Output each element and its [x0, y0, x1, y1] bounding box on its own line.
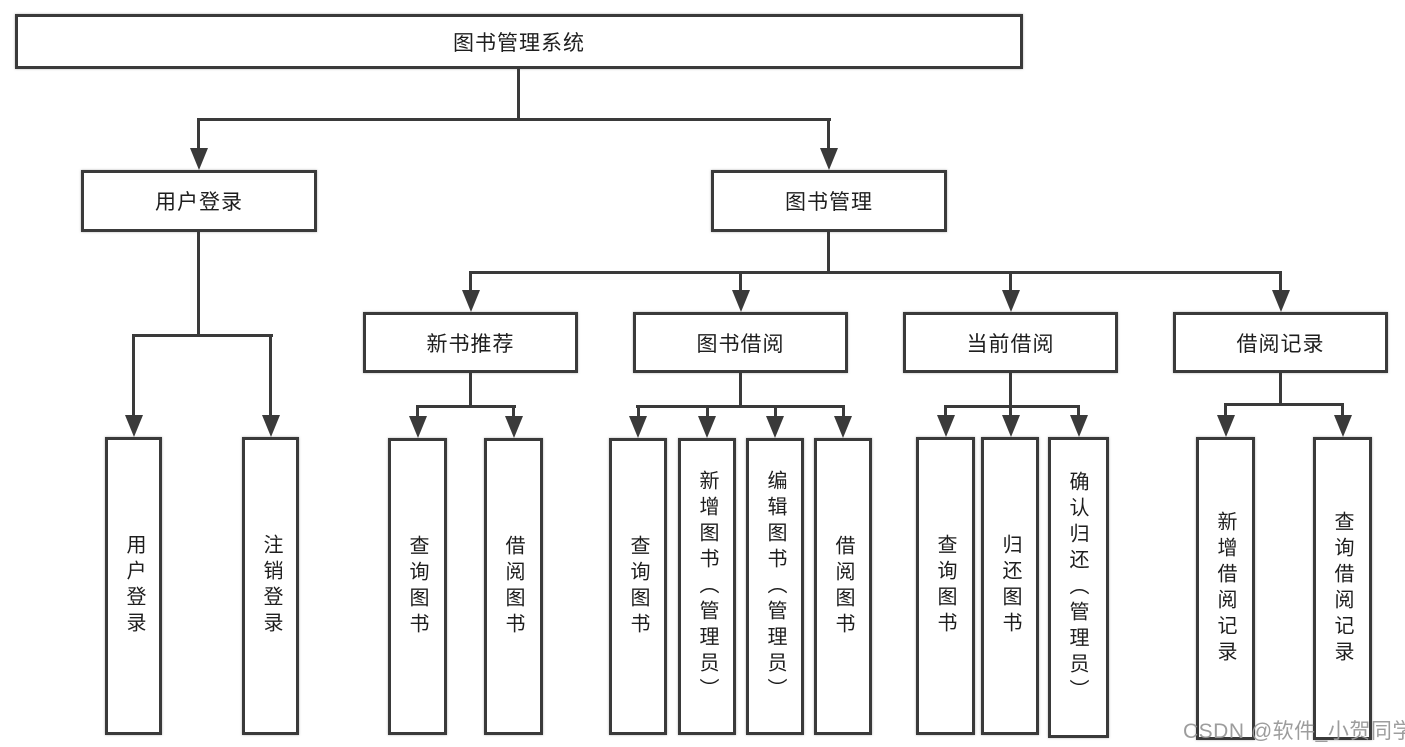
connector-line [132, 334, 273, 337]
connector-line [512, 405, 515, 418]
arrow-down-icon [732, 290, 750, 312]
arrow-down-icon [629, 416, 647, 438]
connector-line [739, 271, 742, 292]
connector-line [416, 405, 516, 408]
connector-line [706, 405, 709, 418]
watermark-csdn: CSDN @软件_小贺同学 [1183, 720, 1405, 743]
leaf-add-borrow-record: 新增借阅记录 [1196, 437, 1255, 740]
connector-line [637, 405, 640, 418]
connector-line [1279, 271, 1282, 292]
node-new-book-recommendation: 新书推荐 [363, 312, 578, 373]
node-book-borrowing: 图书借阅 [633, 312, 848, 373]
connector-line [1009, 405, 1012, 418]
connector-line [416, 405, 419, 418]
node-borrowing-records: 借阅记录 [1173, 312, 1388, 373]
node-library-management-system: 图书管理系统 [15, 14, 1023, 69]
connector-line [197, 232, 200, 336]
node-book-management: 图书管理 [711, 170, 947, 232]
arrow-down-icon [1272, 290, 1290, 312]
arrow-down-icon [1070, 415, 1088, 437]
connector-line [944, 405, 947, 418]
connector-line [1009, 373, 1012, 408]
arrow-down-icon [505, 416, 523, 438]
node-current-borrowing: 当前借阅 [903, 312, 1118, 373]
arrow-down-icon [190, 148, 208, 170]
connector-line [827, 118, 830, 150]
arrow-down-icon [125, 415, 143, 437]
leaf-return-books: 归还图书 [981, 437, 1039, 735]
leaf-query-books-recommend: 查询图书 [388, 438, 447, 735]
leaf-add-book-admin: 新增图书（管理员） [678, 438, 736, 735]
connector-line [469, 373, 472, 408]
leaf-logout: 注销登录 [242, 437, 299, 735]
connector-line [636, 405, 845, 408]
arrow-down-icon [262, 415, 280, 437]
leaf-user-login: 用户登录 [105, 437, 162, 735]
arrow-down-icon [1217, 415, 1235, 437]
connector-line [197, 118, 200, 150]
arrow-down-icon [937, 415, 955, 437]
arrow-down-icon [698, 416, 716, 438]
leaf-query-borrow-record: 查询借阅记录 [1313, 437, 1372, 740]
connector-line [739, 373, 742, 408]
connector-line [1009, 271, 1012, 292]
connector-line [469, 271, 1282, 274]
arrow-down-icon [1002, 290, 1020, 312]
connector-line [1279, 373, 1282, 406]
arrow-down-icon [834, 416, 852, 438]
connector-line [517, 69, 520, 121]
arrow-down-icon [1334, 415, 1352, 437]
arrow-down-icon [462, 290, 480, 312]
connector-line [1224, 403, 1344, 406]
connector-line [827, 232, 830, 274]
leaf-query-books-borrowing: 查询图书 [609, 438, 667, 735]
connector-line [1224, 403, 1227, 418]
arrow-down-icon [1002, 415, 1020, 437]
connector-line [1077, 405, 1080, 418]
connector-line [197, 118, 831, 121]
connector-line [842, 405, 845, 418]
arrow-down-icon [820, 148, 838, 170]
connector-line [774, 405, 777, 418]
connector-line [469, 271, 472, 292]
connector-line [269, 334, 272, 417]
node-user-login: 用户登录 [81, 170, 317, 232]
arrow-down-icon [409, 416, 427, 438]
arrow-down-icon [766, 416, 784, 438]
leaf-borrow-books-recommend: 借阅图书 [484, 438, 543, 735]
leaf-confirm-return-admin: 确认归还（管理员） [1048, 437, 1109, 738]
leaf-edit-book-admin: 编辑图书（管理员） [746, 438, 804, 735]
connector-line [1341, 403, 1344, 418]
connector-line [132, 334, 135, 417]
connector-line [944, 405, 1080, 408]
leaf-query-books-current: 查询图书 [916, 437, 975, 735]
leaf-borrow-books-borrowing: 借阅图书 [814, 438, 872, 735]
